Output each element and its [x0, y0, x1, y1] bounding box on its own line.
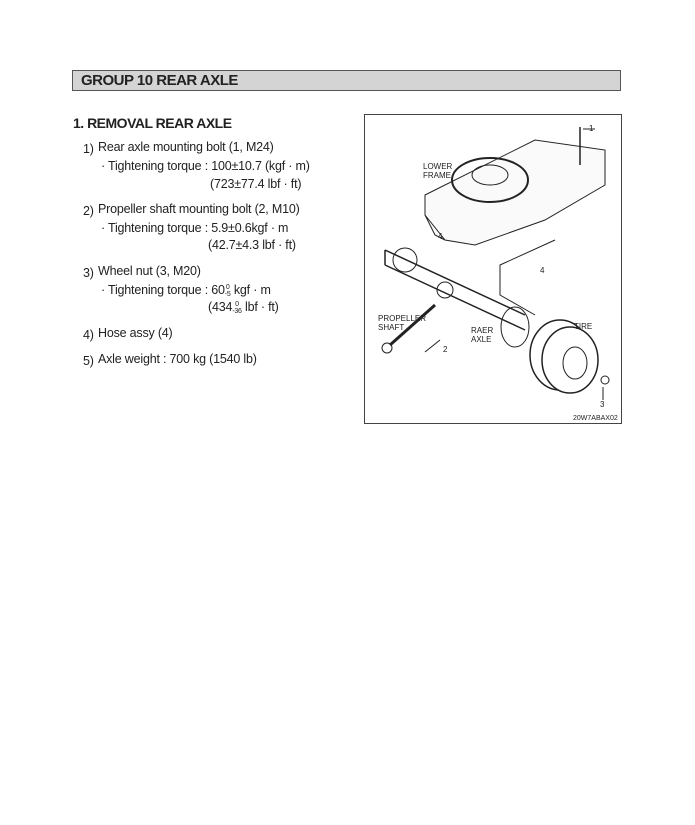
- torque-imperial: (42.7±4.3 lbf · ft): [208, 238, 296, 252]
- item-number: 5): [83, 354, 94, 368]
- item-text: Rear axle mounting bolt (1, M24): [98, 140, 274, 154]
- item-text: Hose assy (4): [98, 326, 173, 340]
- item-text: Propeller shaft mounting bolt (2, M10): [98, 202, 300, 216]
- tolerance-upper: 0: [225, 283, 230, 291]
- tolerance: 0-5: [225, 284, 231, 298]
- callout-3: 3: [600, 400, 605, 409]
- tolerance-lower: -36: [232, 307, 242, 315]
- axle-drawing: [381, 127, 610, 400]
- hose-4: [499, 239, 556, 316]
- item-number: 4): [83, 328, 94, 342]
- label-propeller-shaft: SHAFT: [378, 323, 405, 332]
- callout-1: 1: [589, 124, 594, 133]
- torque: · Tightening torque : 600-5 kgf · m: [101, 283, 271, 298]
- torque: · Tightening torque : 100±10.7 (kgf · m): [101, 159, 310, 173]
- torque: · Tightening torque : 5.9±0.6kgf · m: [101, 221, 289, 235]
- callout-4: 4: [540, 266, 545, 275]
- label-lower-frame: FRAME: [423, 171, 451, 180]
- section-title: 1. REMOVAL REAR AXLE: [73, 115, 232, 131]
- torque-imperial: (723±77.4 lbf · ft): [210, 177, 302, 191]
- item-number: 2): [83, 204, 94, 218]
- swing-ring: [451, 157, 529, 203]
- rear-axle-diagram: 1 LOWER FRAME 4 4 PROPELLER SHAFT RAER A…: [364, 114, 622, 424]
- label-tire: TIRE: [574, 322, 593, 331]
- tolerance-lower: -5: [224, 290, 231, 298]
- lower-frame: [424, 139, 606, 246]
- label-lower-frame: LOWER: [423, 162, 453, 171]
- figure-code: 20W7ABAX02: [573, 415, 618, 422]
- torque-value: (434: [208, 300, 233, 314]
- item-text: Axle weight : 700 kg (1540 lb): [98, 352, 257, 366]
- tolerance: 0-36: [232, 301, 242, 315]
- torque-unit: lbf · ft): [241, 300, 279, 314]
- torque-unit: kgf · m: [230, 283, 271, 297]
- tolerance-upper: 0: [235, 300, 239, 308]
- callout-2: 2: [443, 345, 448, 354]
- item-number: 1): [83, 142, 94, 156]
- callout-4: 4: [438, 232, 443, 241]
- label-rear-axle: AXLE: [471, 335, 492, 344]
- propeller-shaft: [389, 303, 436, 347]
- item-text: Wheel nut (3, M20): [98, 264, 201, 278]
- item-number: 3): [83, 266, 94, 280]
- label-rear-axle: RAER: [471, 326, 494, 335]
- torque-value: · Tightening torque : 60: [101, 283, 225, 297]
- group-title: GROUP 10 REAR AXLE: [72, 70, 621, 91]
- label-propeller-shaft: PROPELLER: [378, 314, 427, 323]
